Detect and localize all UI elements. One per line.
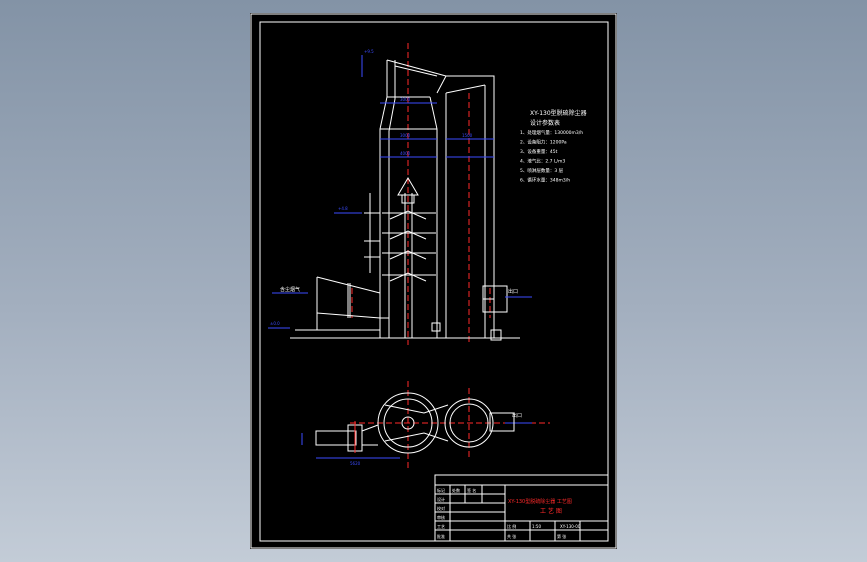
outer-border [250,13,617,549]
title-block-cell: 签 名 [467,487,476,493]
dim-4: 4000 [400,151,411,156]
spec-item: 5、喷淋层数量：3 层 [520,167,564,174]
title-block-cell: 工艺 [437,524,445,529]
cad-drawing: XY-130型脱硫除尘器 设计参数表 1、处理烟气量：130000m3/h 2、设… [250,13,617,549]
outlet-label: 出口 [508,288,518,295]
elevation-top: +9.5 [364,49,374,54]
elevation-mid: +4.8 [338,206,348,211]
title-block-cell: 批准 [437,533,445,539]
title-block-red-title: XY-130型脱硫除尘器 工艺图 [508,498,572,505]
title-block-cell: 共 张 [507,533,516,539]
title-block-cell: 1:50 [532,524,541,529]
dim-5: 5620 [350,461,361,466]
scrubber-tower [379,59,447,338]
side-platform [364,193,380,273]
spec-list: 1、处理烟气量：130000m3/h 2、设备阻力：1200Pa 3、设备重量：45… [520,129,583,184]
title-block-cell: 审核 [437,514,445,520]
spec-item: 2、设备阻力：1200Pa [520,139,567,146]
elevation-ground: ±0.0 [270,321,280,326]
outlet-column [436,75,508,341]
drawing-number: XY-130-00 [560,524,581,529]
dim-2: 3000 [400,133,411,138]
title-block-cell: 设计 [437,496,445,502]
title-block-cell: 校对 [437,505,445,511]
title-block-cell: 处数 [452,487,460,493]
inlet-duct [295,276,381,331]
spec-item: 6、循环水量：348m3/h [520,177,570,184]
drawing-sheet: XY-130型脱硫除尘器 设计参数表 1、处理烟气量：130000m3/h 2、设… [250,13,617,549]
title-block-cell: 比 例 [507,523,516,529]
spec-heading: 设计参数表 [530,119,560,127]
spec-item: 4、液气比：2.7 L/m3 [520,158,565,165]
spec-item: 1、处理烟气量：130000m3/h [520,129,583,136]
dimension-lines [268,55,532,459]
title-block-cell: 第 张 [557,533,566,539]
dim-3: 1500 [462,133,473,138]
title-block-subtitle: 工 艺 图 [540,507,562,515]
spec-item: 3、设备重量：45t [520,148,558,155]
dim-1: 3000 [400,97,411,102]
inner-border [259,21,609,542]
inlet-label: 含尘烟气 [280,286,300,293]
drawing-title: XY-130型脱硫除尘器 [530,109,587,117]
plan-view [315,392,515,454]
title-block-cell: 标记 [437,487,445,493]
outlet-label-plan: 出口 [512,412,522,419]
title-block [434,474,609,542]
